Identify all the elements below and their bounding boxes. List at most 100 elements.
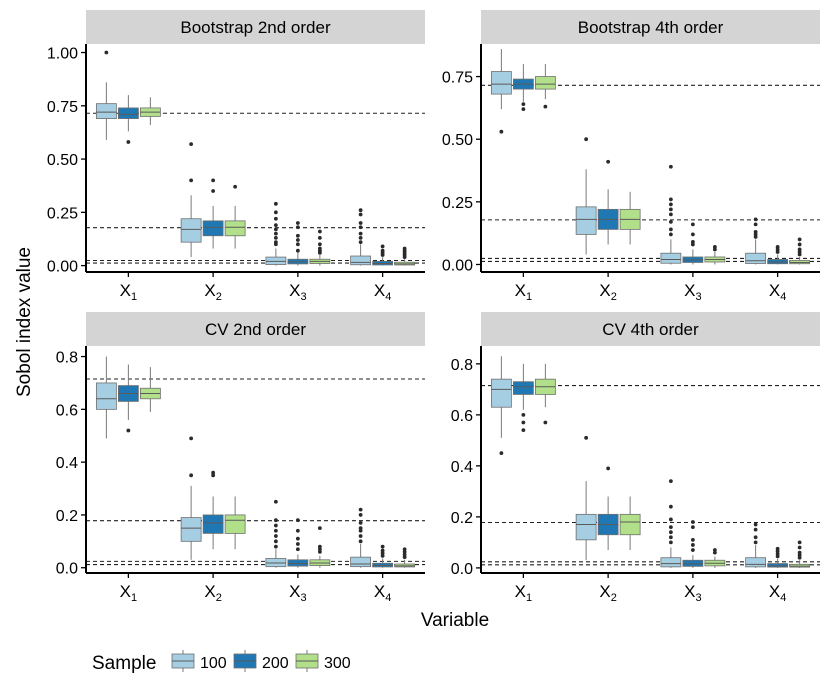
x-tick-label: X4	[769, 281, 786, 303]
outlier-point	[358, 528, 363, 533]
box-X1-100	[490, 49, 512, 134]
y-tick-label: 0.00	[442, 257, 473, 274]
y-tick-label: 0.4	[451, 459, 473, 476]
outlier-point	[358, 507, 363, 512]
outlier-point	[295, 221, 300, 225]
outlier-point	[273, 236, 278, 240]
box-X1-300	[534, 363, 556, 425]
y-tick-label: 0.8	[451, 357, 473, 374]
outlier-point	[273, 240, 278, 245]
outlier-point	[690, 222, 695, 227]
box-X1-300	[534, 64, 556, 109]
y-tick-label: 0.2	[56, 508, 78, 525]
outlier-point	[317, 549, 322, 554]
box-body	[180, 218, 202, 243]
box-X3-200	[682, 520, 704, 568]
outlier-point	[273, 227, 278, 232]
x-tick-label: X1	[120, 281, 137, 303]
box-body	[180, 517, 202, 542]
box-X4-200	[767, 546, 789, 568]
box-X2-300	[224, 496, 246, 550]
outlier-point	[358, 534, 363, 538]
box-X2-200	[202, 470, 224, 550]
outlier-point	[543, 420, 548, 425]
y-tick-label: 0.4	[56, 455, 78, 472]
panel-title: Bootstrap 4th order	[578, 18, 724, 37]
panel-title: CV 4th order	[602, 320, 699, 339]
panel-strip	[86, 10, 425, 44]
outlier-point	[295, 248, 300, 253]
y-tick-label: 0.75	[47, 99, 78, 116]
legend-item-200: 200	[233, 650, 289, 672]
outlier-point	[584, 435, 589, 440]
outlier-point	[753, 222, 758, 227]
x-tick-base: X	[120, 281, 131, 300]
box-body	[224, 220, 246, 237]
box-body	[745, 252, 767, 264]
legend-label: 100	[200, 655, 227, 672]
x-tick-subscript: 4	[385, 291, 391, 303]
box-X3-200	[287, 518, 309, 568]
box-X4-300	[394, 547, 416, 568]
box-X2-200	[202, 178, 224, 249]
outlier-point	[295, 536, 300, 541]
box-body	[202, 514, 224, 534]
outlier-point	[668, 207, 673, 212]
box-X1-200	[512, 64, 534, 112]
outlier-point	[753, 522, 758, 527]
outlier-point	[668, 202, 673, 207]
box-X2-200	[597, 466, 619, 551]
x-tick-base: X	[515, 582, 526, 601]
box-body	[575, 206, 597, 235]
outlier-point	[668, 535, 673, 540]
outlier-point	[211, 178, 216, 183]
y-axis-label: Sobol index value	[14, 247, 35, 397]
y-tick-label: 0.0	[451, 561, 473, 578]
outlier-point	[402, 555, 407, 560]
box-X2-300	[224, 184, 246, 249]
outlier-point	[521, 420, 526, 425]
box-body	[117, 107, 139, 119]
y-tick-label: 0.0	[56, 561, 78, 578]
outlier-point	[521, 412, 526, 417]
box-body	[265, 256, 287, 265]
x-tick-subscript: 4	[780, 592, 786, 604]
x-tick-subscript: 3	[300, 592, 306, 604]
outlier-point	[402, 547, 407, 552]
outlier-point	[797, 237, 802, 242]
box-X2-100	[180, 142, 202, 258]
y-tick-label: 0.75	[442, 70, 473, 87]
box-X3-200	[287, 221, 309, 266]
box-X4-100	[350, 507, 372, 568]
outlier-point	[189, 178, 194, 183]
x-tick-label: X1	[120, 582, 137, 604]
outlier-point	[753, 535, 758, 540]
box-body	[372, 562, 394, 568]
box-X1-200	[117, 364, 139, 433]
outlier-point	[273, 528, 278, 533]
box-X4-300	[394, 246, 416, 266]
x-tick-label: X3	[289, 582, 306, 604]
x-tick-base: X	[769, 281, 780, 300]
box-X4-200	[372, 544, 394, 568]
outlier-point	[295, 542, 300, 546]
outlier-point	[273, 523, 278, 528]
outlier-point	[668, 504, 673, 509]
y-tick-label: 1.00	[47, 46, 78, 63]
outlier-point	[126, 140, 131, 144]
x-tick-label: X1	[515, 582, 532, 604]
x-tick-label: X2	[204, 281, 221, 303]
box-X3-300	[704, 548, 726, 568]
outlier-point	[273, 499, 278, 504]
y-tick-label: 0.6	[451, 408, 473, 425]
x-tick-subscript: 2	[216, 592, 222, 604]
box-body	[95, 382, 117, 410]
box-body	[660, 252, 682, 264]
outlier-point	[668, 479, 673, 484]
outlier-point	[668, 164, 673, 169]
outlier-point	[668, 212, 673, 217]
outlier-point	[606, 466, 611, 471]
box-body	[287, 559, 309, 567]
outlier-point	[211, 473, 216, 478]
